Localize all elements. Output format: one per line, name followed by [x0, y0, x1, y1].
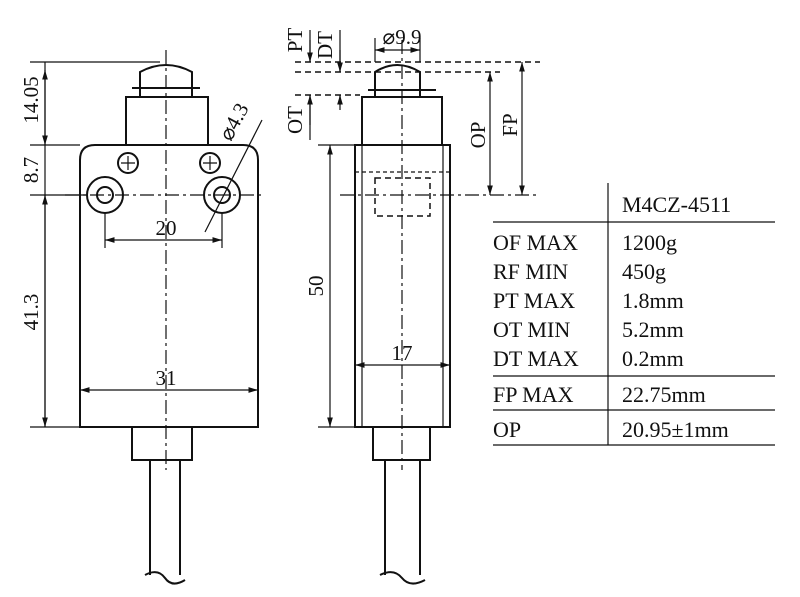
- side-view: ⌀9.9 PT DT OT OP FP 50 17: [283, 25, 540, 585]
- row-param: OP: [493, 417, 521, 442]
- front-view: 14.05 8.7 41.3 20 31 ⌀4.3: [19, 50, 265, 585]
- dim-width: 31: [156, 366, 177, 390]
- row-value: 0.2mm: [622, 346, 684, 371]
- dim-top-height: 14.05: [19, 76, 43, 123]
- front-body: [79, 144, 259, 428]
- row-param: OF MAX: [493, 230, 578, 255]
- dim-height: 50: [304, 276, 328, 297]
- table-row: PT MAX 1.8mm: [493, 288, 684, 313]
- side-plunger-cap: [374, 64, 421, 97]
- screw-right-icon: [199, 152, 221, 174]
- table-model: M4CZ-4511: [622, 192, 731, 217]
- dim-thickness: 17: [392, 341, 413, 365]
- row-value: 450g: [622, 259, 666, 284]
- row-value: 5.2mm: [622, 317, 684, 342]
- row-param: DT MAX: [493, 346, 579, 371]
- row-param: PT MAX: [493, 288, 575, 313]
- table-row: OT MIN 5.2mm: [493, 317, 684, 342]
- front-plunger-cap: [139, 64, 193, 97]
- table-row: OP 20.95±1mm: [493, 417, 729, 442]
- row-param: OT MIN: [493, 317, 570, 342]
- label-op: OP: [466, 122, 490, 149]
- dim-body-height: 41.3: [19, 294, 43, 331]
- screw-left-icon: [117, 152, 139, 174]
- front-bushing: [131, 426, 193, 461]
- table-row: OF MAX 1200g: [493, 230, 677, 255]
- table-row: RF MIN 450g: [493, 259, 666, 284]
- label-pt: PT: [283, 28, 307, 53]
- table-row: FP MAX 22.75mm: [493, 382, 706, 407]
- dim-hole-offset: 8.7: [19, 157, 43, 183]
- row-param: RF MIN: [493, 259, 568, 284]
- dim-plunger-dia: ⌀9.9: [383, 25, 422, 49]
- row-value: 20.95±1mm: [622, 417, 729, 442]
- dim-hole-spacing: 20: [156, 216, 177, 240]
- row-value: 1.8mm: [622, 288, 684, 313]
- label-dt: DT: [313, 31, 337, 59]
- dim-hole-dia: ⌀4.3: [214, 99, 253, 145]
- label-ot: OT: [283, 106, 307, 134]
- front-cable: [144, 460, 186, 585]
- spec-table: M4CZ-4511 OF MAX 1200g RF MIN 450g PT MAX 1…: [493, 183, 775, 446]
- row-value: 1200g: [622, 230, 677, 255]
- table-row: DT MAX 0.2mm: [493, 346, 684, 371]
- front-plunger-base: [125, 96, 209, 146]
- row-value: 22.75mm: [622, 382, 706, 407]
- label-fp: FP: [498, 113, 522, 136]
- row-param: FP MAX: [493, 382, 574, 407]
- side-cable: [379, 460, 426, 585]
